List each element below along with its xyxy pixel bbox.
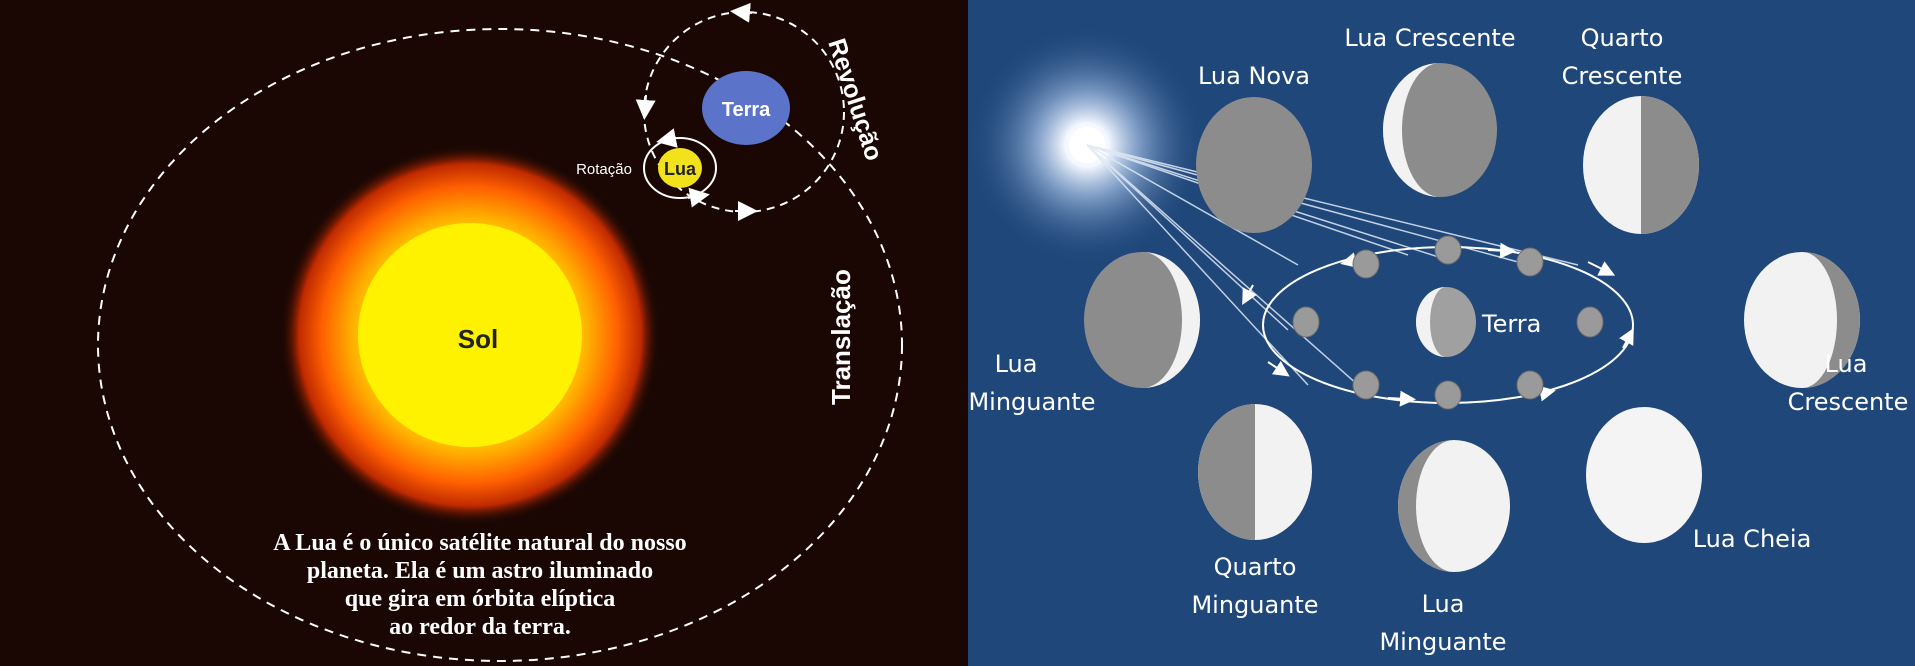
moon-waxing-crescent-top [1383,63,1497,197]
orbit-moon [1516,370,1544,400]
caption-line-2: planeta. Ela é um astro iluminado [307,558,653,584]
caption-line-3: que gira em órbita elíptica [345,586,616,612]
rotation-arrow-bottom [687,187,710,208]
rotation-arrow-top [656,128,678,148]
orbit-moon [1352,249,1380,279]
moon-waxing-gibbous-right-dark [1802,252,1860,388]
label-lua-minguante-left-line1: Lua [995,350,1038,378]
moon-label: Lua [664,159,697,179]
orbit-moon [1576,306,1604,338]
moon-phases-diagram: Terra Lua Nova Lua Crescente Quarto Cres… [968,0,1915,666]
sun-earth-moon-diagram: Sol Terra Lua Rotação Revolução Translaç… [0,0,968,666]
moon-phases-illustration: Terra Lua Nova Lua Crescente Quarto Cres… [968,24,1909,656]
label-quarto-minguante-line1: Quarto [1214,553,1297,581]
label-lua-nova: Lua Nova [1198,62,1310,90]
orbit-moon [1434,235,1462,265]
moon-waning-crescent-left-lit [1142,252,1200,388]
label-quarto-crescente-line1: Quarto [1581,24,1664,52]
orbit-moon [1516,247,1544,277]
moon-first-quarter-dark [1641,96,1699,234]
label-lua-minguante-left-line2: Minguante [968,388,1095,416]
rotation-label: Rotação [576,161,632,178]
moon-waxing-gibbous-right [1744,252,1860,388]
orbit-moons [1292,235,1604,410]
orbit-moon [1292,306,1320,338]
earth [702,71,790,145]
revolution-label: Revolução [822,35,888,164]
label-lua-minguante-bottom-line1: Lua [1422,590,1465,618]
earth-label: Terra [1481,310,1541,338]
moon-full [1586,407,1702,543]
label-lua-crescente-right-line2: Crescente [1788,388,1909,416]
label-quarto-crescente-line2: Crescente [1562,62,1683,90]
translation-label: Translação [826,269,856,405]
orbit-illustration: Sol Terra Lua Rotação Revolução Translaç… [97,2,903,662]
moon-waxing-crescent-top-lit [1383,63,1440,197]
sun [358,223,582,447]
moon-third-quarter-dark [1198,404,1255,540]
moon [658,148,702,188]
moon-waning-crescent-left [1084,252,1200,388]
translation-orbit [97,28,903,662]
earth-lit-side [1416,287,1446,357]
revolution-arrow-left [635,94,656,120]
label-quarto-minguante-line2: Minguante [1191,591,1318,619]
moon-waning-gibbous-bottom [1398,440,1510,572]
label-lua-minguante-bottom-line2: Minguante [1379,628,1506,656]
label-lua-crescente-right-line1: Lua [1825,350,1868,378]
caption-line-1: A Lua é o único satélite natural do noss… [273,530,686,556]
moon-rotation-ring [643,137,717,199]
orbit-moon [1352,370,1380,400]
orbit-moon [1434,380,1462,410]
revolution-arrow-top [730,2,753,23]
sun-label: Sol [458,324,498,354]
label-lua-crescente-top: Lua Crescente [1344,24,1515,52]
moon-new [1196,97,1312,233]
earth-label: Terra [722,99,771,121]
label-lua-cheia: Lua Cheia [1693,525,1812,553]
caption-line-4: ao redor da terra. [389,614,571,640]
moon-waning-gibbous-bottom-dark [1398,440,1454,572]
